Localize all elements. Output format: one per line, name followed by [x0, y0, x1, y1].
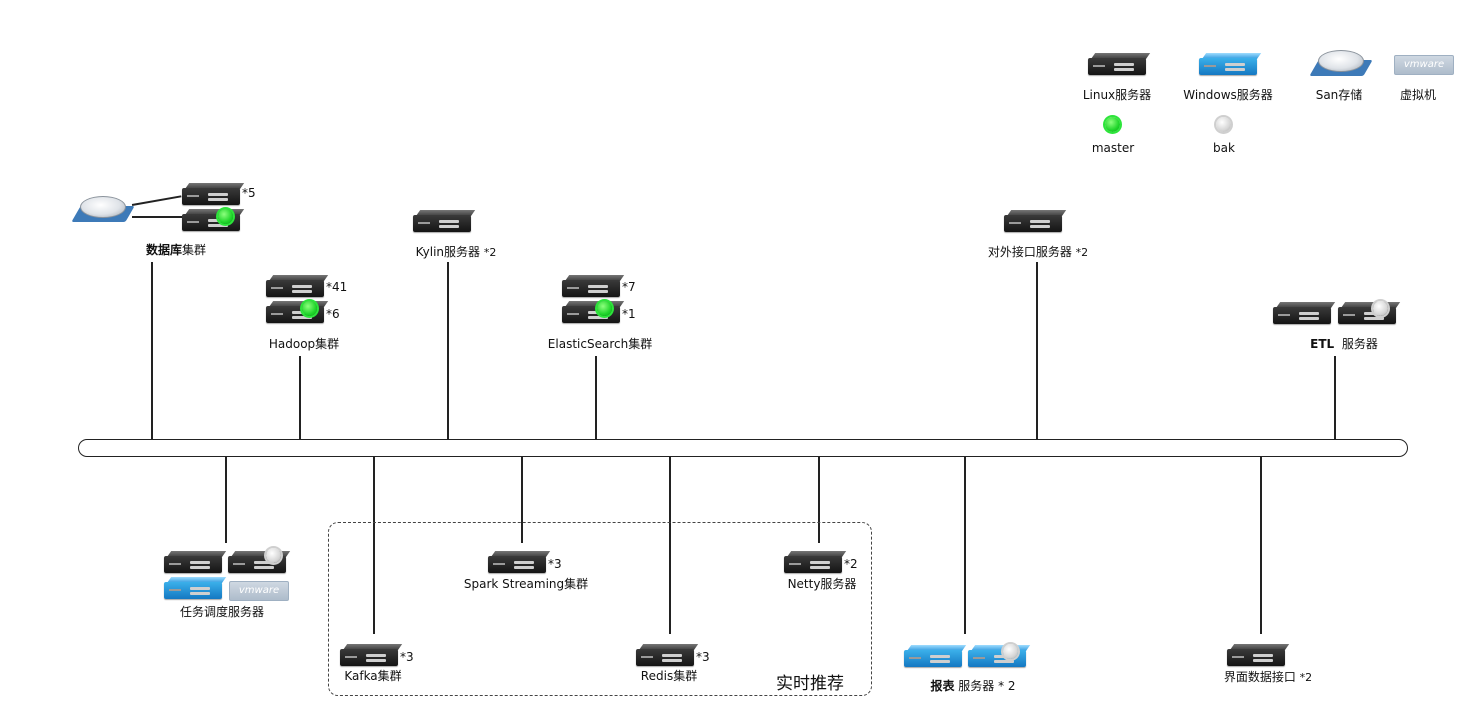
spark-label: Spark Streaming集群 — [463, 577, 589, 591]
connector-es — [595, 356, 597, 439]
legend-windows-label: Windows服务器 — [1183, 88, 1273, 102]
spark-multiplier: *3 — [548, 557, 562, 571]
hadoop-multiplier-top: *41 — [326, 280, 348, 294]
es-multiplier-top: *7 — [622, 280, 636, 294]
scheduler-vm-logo: vmware — [238, 585, 280, 596]
legend-master-label: master — [1091, 141, 1135, 155]
api-out-server-icon — [1004, 210, 1067, 232]
ui-api-server-icon — [1227, 644, 1290, 666]
kafka-multiplier: *3 — [400, 650, 414, 664]
etl-server-icon — [1273, 302, 1336, 324]
report-bak-dot-icon — [1003, 644, 1018, 659]
netty-label: Netty服务器 — [787, 577, 857, 591]
connector-ui-api — [1260, 457, 1262, 634]
netty-server-icon — [784, 551, 847, 573]
redis-label: Redis集群 — [640, 669, 698, 683]
kylin-label: Kylin服务器 *2 — [416, 243, 497, 260]
scheduler-label: 任务调度服务器 — [179, 605, 265, 619]
api-out-label: 对外接口服务器 *2 — [988, 243, 1088, 260]
api-out-label-text: 对外接口服务器 — [987, 245, 1072, 259]
report-label-bold: 报表 — [930, 679, 955, 693]
kafka-server-icon — [340, 644, 403, 666]
etl-bak-dot-icon — [1373, 301, 1388, 316]
db-server-icon — [182, 183, 245, 205]
report-windows-server-icon — [904, 645, 967, 667]
db-label-rest: 集群 — [182, 243, 207, 257]
redis-server-icon — [636, 644, 699, 666]
db-label: 数据库集群 — [146, 241, 206, 258]
etl-label-bold: ETL — [1310, 337, 1335, 351]
redis-multiplier: *3 — [696, 650, 710, 664]
legend-linux-label: Linux服务器 — [1082, 88, 1152, 102]
scheduler-server-icon — [164, 551, 227, 573]
ui-api-multiplier: *2 — [1299, 671, 1313, 684]
scheduler-windows-server-icon — [164, 577, 227, 599]
connector-kafka — [373, 457, 375, 634]
connector-etl — [1334, 356, 1336, 439]
report-label-rest: 服务器 * 2 — [958, 679, 1016, 693]
legend-san-storage-icon — [1309, 50, 1373, 78]
legend-vmware-icon: vmware — [1394, 55, 1454, 75]
realtime-group-title: 实时推荐 — [776, 674, 844, 694]
es-master-dot-icon — [597, 301, 612, 316]
report-label: 报表 服务器 * 2 — [930, 677, 1015, 694]
connector-hadoop — [299, 356, 301, 439]
hadoop-label: Hadoop集群 — [268, 337, 340, 351]
db-master-dot-icon — [218, 209, 233, 224]
hadoop-multiplier-bottom: *6 — [326, 307, 340, 321]
es-server-icon — [562, 275, 625, 297]
connector-scheduler — [225, 457, 227, 543]
connector-redis — [669, 457, 671, 634]
ui-api-label: 界面数据接口 *2 — [1224, 668, 1312, 685]
es-master-server-icon — [562, 301, 625, 323]
db-link-top — [131, 195, 182, 206]
ui-api-label-text: 界面数据接口 — [1223, 670, 1296, 684]
hadoop-server-icon — [266, 275, 329, 297]
es-multiplier-bottom: *1 — [622, 307, 636, 321]
legend-linux-server-icon — [1088, 53, 1151, 75]
db-san-storage-icon — [71, 196, 135, 224]
network-bus — [78, 439, 1408, 457]
connector-db — [151, 262, 153, 439]
connector-kylin — [447, 262, 449, 439]
kylin-label-text: Kylin服务器 — [415, 245, 481, 259]
connector-spark — [521, 457, 523, 543]
hadoop-master-dot-icon — [302, 301, 317, 316]
es-label: ElasticSearch集群 — [547, 337, 653, 351]
kylin-multiplier: *2 — [483, 246, 497, 259]
connector-report — [964, 457, 966, 634]
db-label-bold: 数据库 — [145, 243, 182, 257]
etl-label: ETL 服务器 — [1310, 335, 1378, 352]
connector-api-out — [1036, 262, 1038, 439]
kylin-server-icon — [413, 210, 476, 232]
legend-vm-label: 虚拟机 — [1399, 88, 1437, 102]
legend-vm-logo: vmware — [1403, 59, 1445, 70]
netty-multiplier: *2 — [844, 557, 858, 571]
realtime-group-box — [328, 522, 872, 696]
kafka-label: Kafka集群 — [344, 669, 402, 683]
connector-netty — [818, 457, 820, 543]
legend-master-dot-icon — [1105, 117, 1120, 132]
api-out-multiplier: *2 — [1075, 246, 1089, 259]
scheduler-vmware-icon: vmware — [229, 581, 289, 601]
etl-label-rest: 服务器 — [1341, 337, 1378, 351]
legend-bak-dot-icon — [1216, 117, 1231, 132]
legend-windows-server-icon — [1199, 53, 1262, 75]
db-multiplier: *5 — [242, 186, 256, 200]
legend-san-label: San存储 — [1315, 88, 1363, 102]
spark-server-icon — [488, 551, 551, 573]
legend-bak-label: bak — [1213, 141, 1235, 155]
db-link-bottom — [132, 216, 182, 218]
scheduler-bak-dot-icon — [266, 548, 281, 563]
